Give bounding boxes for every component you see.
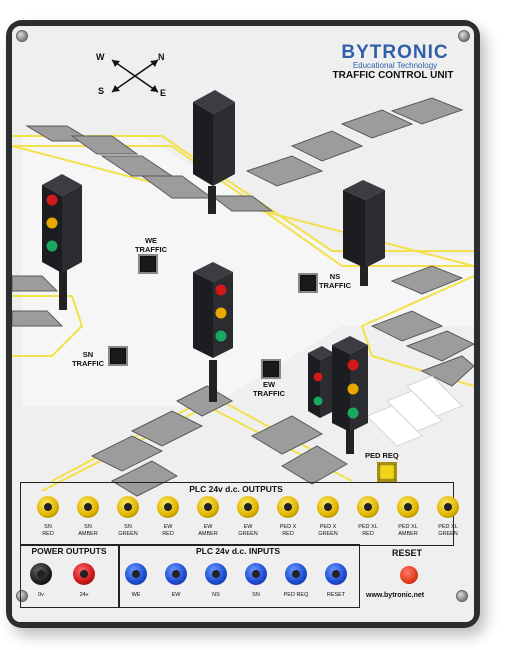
reset-title: RESET	[391, 548, 422, 558]
reset-button[interactable]	[400, 566, 418, 584]
input-socket-sn[interactable]	[245, 563, 267, 585]
output-socket-sn-green[interactable]	[117, 496, 139, 518]
socket-24v[interactable]	[73, 563, 95, 585]
socket-24v-label: 24v	[79, 592, 89, 598]
ped-req-button[interactable]	[377, 462, 397, 482]
we-traffic-button[interactable]	[138, 254, 158, 274]
input-socket-label: RESET	[326, 592, 346, 598]
output-socket-ew-green[interactable]	[237, 496, 259, 518]
input-socket-reset[interactable]	[325, 563, 347, 585]
compass-e: E	[160, 88, 167, 98]
ped-req-label: PED REQ	[365, 451, 399, 460]
inputs-section	[118, 544, 360, 608]
traffic-light-top-icon	[193, 90, 235, 214]
outputs-title: PLC 24v d.c. OUTPUTS	[189, 484, 283, 494]
compass-w: W	[96, 52, 105, 62]
output-socket-ped-x-green[interactable]	[317, 496, 339, 518]
output-socket-ped-x-red[interactable]	[277, 496, 299, 518]
socket-0v-label: 0v	[38, 592, 44, 598]
screw-icon	[16, 590, 28, 602]
output-socket-sn-amber[interactable]	[77, 496, 99, 518]
unit-title: TRAFFIC CONTROL UNIT	[332, 70, 454, 81]
power-title: POWER OUTPUTS	[31, 546, 107, 556]
screw-icon	[16, 30, 28, 42]
ns-traffic-button[interactable]	[298, 273, 318, 293]
compass-icon	[111, 59, 159, 93]
sn-traffic-button[interactable]	[108, 346, 128, 366]
traffic-light-right-icon	[343, 180, 385, 286]
inputs-title: PLC 24v d.c. INPUTS	[195, 546, 281, 556]
output-socket-ped-xl-green[interactable]	[437, 496, 459, 518]
input-socket-ns[interactable]	[205, 563, 227, 585]
input-socket-label: SN	[252, 592, 260, 598]
output-socket-ew-amber[interactable]	[197, 496, 219, 518]
screw-icon	[458, 30, 470, 42]
pedestrian-light-ped-x-icon	[308, 346, 334, 418]
screw-icon	[456, 590, 468, 602]
compass-s: S	[98, 86, 105, 96]
brand-tagline: Educational Technology	[352, 61, 438, 70]
socket-0v[interactable]	[30, 563, 52, 585]
brand-logo: BYTRONIC	[341, 42, 449, 63]
pedestrian-light-ped-xl-icon	[332, 336, 368, 454]
input-socket-we[interactable]	[125, 563, 147, 585]
traffic-light-sn-icon	[42, 174, 82, 310]
output-socket-ped-xl-red[interactable]	[357, 496, 379, 518]
output-socket-ped-xl-amber[interactable]	[397, 496, 419, 518]
output-socket-ew-red[interactable]	[157, 496, 179, 518]
power-section	[20, 544, 120, 608]
input-socket-label: WE	[131, 592, 141, 598]
website-url: www.bytronic.net	[366, 592, 425, 599]
input-socket-label: EW	[171, 592, 181, 598]
road-illustration	[12, 97, 474, 497]
traffic-light-ew-icon	[193, 262, 233, 402]
compass-n: N	[158, 52, 165, 62]
input-socket-label: NS	[212, 592, 220, 598]
input-socket-ew[interactable]	[165, 563, 187, 585]
input-socket-label: PED REQ	[283, 592, 309, 598]
output-socket-sn-red[interactable]	[37, 496, 59, 518]
ew-traffic-button[interactable]	[261, 359, 281, 379]
input-socket-ped-req[interactable]	[285, 563, 307, 585]
